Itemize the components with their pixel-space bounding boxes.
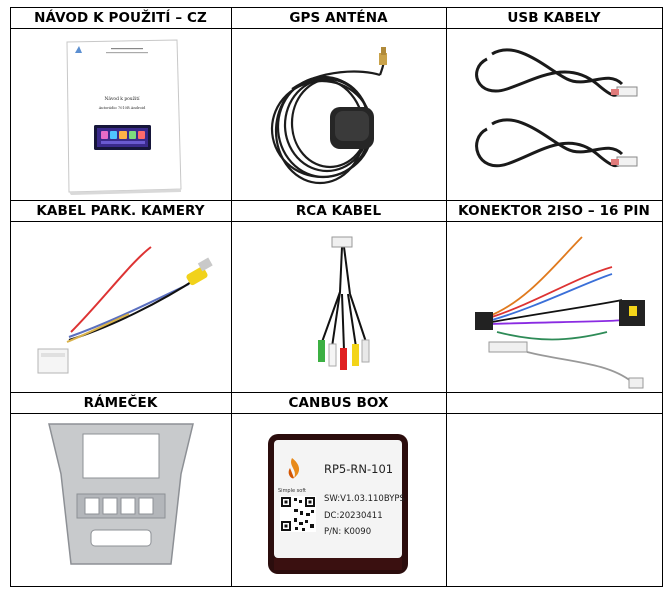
header-usb-cables: USB KABELY [507, 10, 601, 26]
rca-cable-image [232, 222, 446, 392]
header-iso-connector: KONEKTOR 2ISO – 16 PIN [458, 203, 650, 219]
frame-image [11, 414, 231, 586]
header-gps-antenna: GPS ANTÉNA [289, 10, 388, 26]
usb-cables-image [447, 29, 662, 200]
row-divider [10, 28, 663, 29]
header-manual: NÁVOD K POUŽITÍ – CZ [34, 10, 207, 26]
column-divider [231, 7, 232, 587]
row-divider [10, 221, 663, 222]
row-divider [10, 200, 663, 201]
canbus-dc: DC:20230411 [324, 511, 383, 521]
canbus-model: RP5-RN-101 [324, 462, 393, 476]
column-divider [446, 7, 447, 587]
table-border-top [10, 7, 663, 8]
header-parking-camera-cable: KABEL PARK. KAMERY [36, 203, 205, 219]
gps-antenna-image [232, 29, 446, 200]
empty-cell [447, 414, 662, 586]
header-canbus-box: CANBUS BOX [288, 395, 389, 411]
header-frame: RÁMEČEK [83, 395, 158, 411]
canbus-sw: SW:V1.03.110BYPS [324, 494, 405, 504]
canbus-box-image: Simple soft RP5-RN-101 SW:V1.03.110BYPS … [232, 414, 446, 586]
table-border-bottom [10, 586, 663, 587]
manual-title: Návod k použití [104, 96, 140, 102]
qr-code [280, 496, 316, 532]
accessories-table: NÁVOD K POUŽITÍ – CZ GPS ANTÉNA USB KABE… [10, 7, 663, 587]
table-border-left [10, 7, 11, 587]
row-divider [10, 392, 663, 393]
parking-camera-cable-image [11, 222, 231, 392]
manual-subtitle: Autorádio 7010B Android [98, 106, 146, 110]
header-empty [446, 392, 662, 414]
iso-connector-image [447, 222, 662, 392]
manual-image: Návod k použití Autorádio 7010B Android [11, 29, 231, 200]
canbus-pn: P/N: K0090 [324, 527, 371, 537]
row-divider [10, 413, 663, 414]
header-rca-cable: RCA KABEL [295, 203, 382, 219]
canbus-brand: Simple soft [278, 488, 306, 494]
table-border-right [662, 7, 663, 587]
